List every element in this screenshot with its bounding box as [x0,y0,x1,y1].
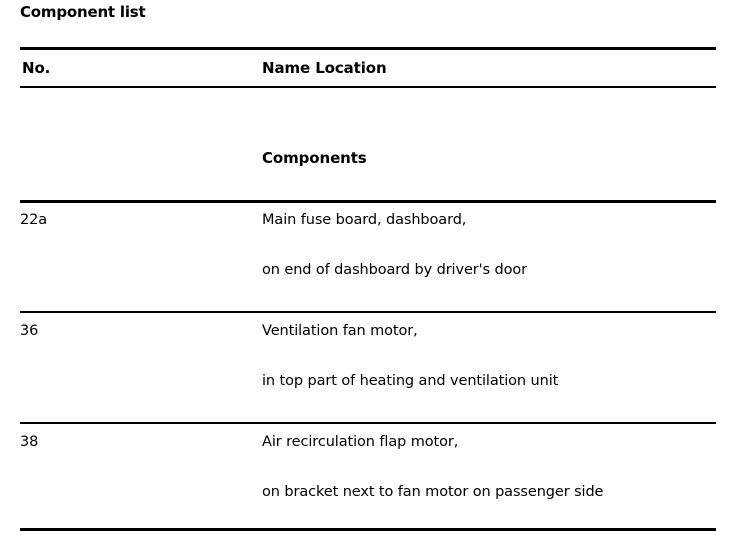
table-rule-header-top [20,47,716,50]
table-row: in top part of heating and ventilation u… [262,373,559,389]
table-rule-bottom [20,528,716,531]
table-row: Ventilation fan motor, [262,323,418,339]
table-rule-above-row-3 [20,422,716,424]
column-header-no: No. [22,59,51,77]
table-rule-above-row-2 [20,311,716,313]
table-row: 38 [20,434,39,450]
table-rule-header-bottom [20,86,716,88]
table-row: on end of dashboard by driver's door [262,262,528,278]
column-header-components: Components [262,149,367,167]
table-row: on bracket next to fan motor on passenge… [262,484,604,500]
table-rule-above-row-1 [20,200,716,203]
table-row: Main fuse board, dashboard, [262,212,467,228]
column-header-name-location: Name Location [262,59,387,77]
table-row: 22a [20,212,48,228]
table-row: Air recirculation flap motor, [262,434,459,450]
table-row: 36 [20,323,39,339]
page-title: Component list [20,3,146,21]
